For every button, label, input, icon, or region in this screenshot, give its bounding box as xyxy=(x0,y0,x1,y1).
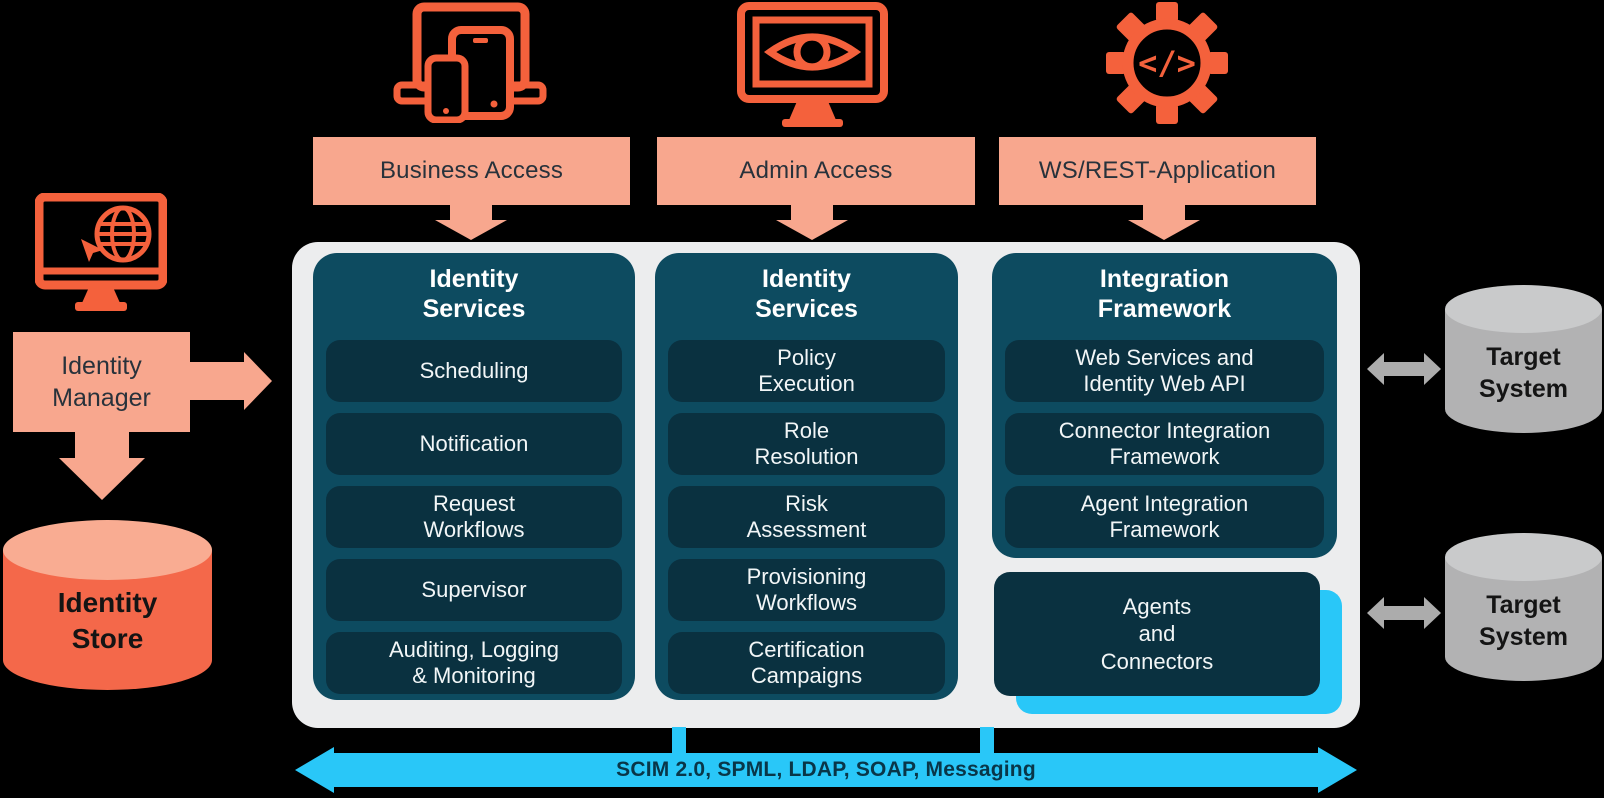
agents-and-connectors-box: Agents and Connectors xyxy=(994,572,1320,696)
identity-store-top xyxy=(3,520,212,580)
manager-to-platform-arrow-icon xyxy=(190,352,272,410)
identity-store-cylinder: Identity Store xyxy=(3,520,212,690)
service-notification: Notification xyxy=(326,413,622,475)
code-glyph: </> xyxy=(1138,44,1196,82)
monitor-eye-icon xyxy=(737,2,888,127)
agents-and-connectors-label: Agents and Connectors xyxy=(1100,593,1214,674)
business-access-label: Business Access xyxy=(379,157,564,184)
protocol-bar-label: SCIM 2.0, SPML, LDAP, SOAP, Messaging xyxy=(616,758,1036,781)
service-risk-assessment: Risk Assessment xyxy=(668,486,945,548)
service-provisioning-workflows: Provisioning Workflows xyxy=(668,559,945,621)
service-connector-integration-framework: Connector Integration Framework xyxy=(1005,413,1324,475)
identity-services-column-2: Identity Services Policy Execution Role … xyxy=(655,253,958,700)
target-system-1-cylinder: Target System xyxy=(1445,285,1602,433)
identity-store-label: Identity Store xyxy=(57,586,158,654)
target-system-2-label: Target System xyxy=(1479,590,1568,652)
service-web-services-identity-web-api: Web Services and Identity Web API xyxy=(1005,340,1324,402)
admin-access-arrow-icon xyxy=(776,204,848,240)
target-system-1-arrow-icon xyxy=(1367,353,1441,385)
panel-to-protocol-connector-2 xyxy=(980,727,994,753)
gear-code-icon: </> xyxy=(1106,2,1228,124)
target-system-2-arrow-icon xyxy=(1367,597,1441,629)
service-request-workflows: Request Workflows xyxy=(326,486,622,548)
protocol-bar: SCIM 2.0, SPML, LDAP, SOAP, Messaging xyxy=(292,744,1360,796)
service-role-resolution: Role Resolution xyxy=(668,413,945,475)
admin-access-box: Admin Access xyxy=(657,137,975,205)
column-1-title: Identity Services xyxy=(422,265,526,323)
business-access-arrow-icon xyxy=(435,204,507,240)
monitor-globe-icon xyxy=(35,193,167,311)
service-certification-campaigns: Certification Campaigns xyxy=(668,632,945,694)
service-policy-execution: Policy Execution xyxy=(668,340,945,402)
identity-manager-label: Identity Manager xyxy=(52,351,151,413)
target-system-1-top xyxy=(1445,285,1602,333)
ws-rest-application-label: WS/REST-Application xyxy=(1038,157,1277,184)
column-3-title: Integration Framework xyxy=(1097,265,1232,323)
column-2-title: Identity Services xyxy=(755,265,858,323)
ws-rest-application-box: WS/REST-Application xyxy=(999,137,1316,205)
service-supervisor: Supervisor xyxy=(326,559,622,621)
service-auditing-logging-monitoring: Auditing, Logging & Monitoring xyxy=(326,632,622,694)
business-access-box: Business Access xyxy=(313,137,630,205)
service-scheduling: Scheduling xyxy=(326,340,622,402)
target-system-2-cylinder: Target System xyxy=(1445,533,1602,681)
panel-to-protocol-connector-1 xyxy=(672,727,686,753)
ws-rest-arrow-icon xyxy=(1128,204,1200,240)
manager-to-store-arrow-icon xyxy=(59,432,145,500)
admin-access-label: Admin Access xyxy=(739,157,893,184)
protocol-double-arrow-icon xyxy=(295,747,1357,793)
identity-manager-box: Identity Manager xyxy=(13,332,190,432)
target-system-1-label: Target System xyxy=(1479,342,1568,404)
devices-icon xyxy=(393,2,547,123)
identity-services-column-1: Identity Services Scheduling Notificatio… xyxy=(313,253,635,700)
integration-framework-column: Integration Framework Web Services and I… xyxy=(992,253,1337,558)
service-agent-integration-framework: Agent Integration Framework xyxy=(1005,486,1324,548)
target-system-2-top xyxy=(1445,533,1602,581)
